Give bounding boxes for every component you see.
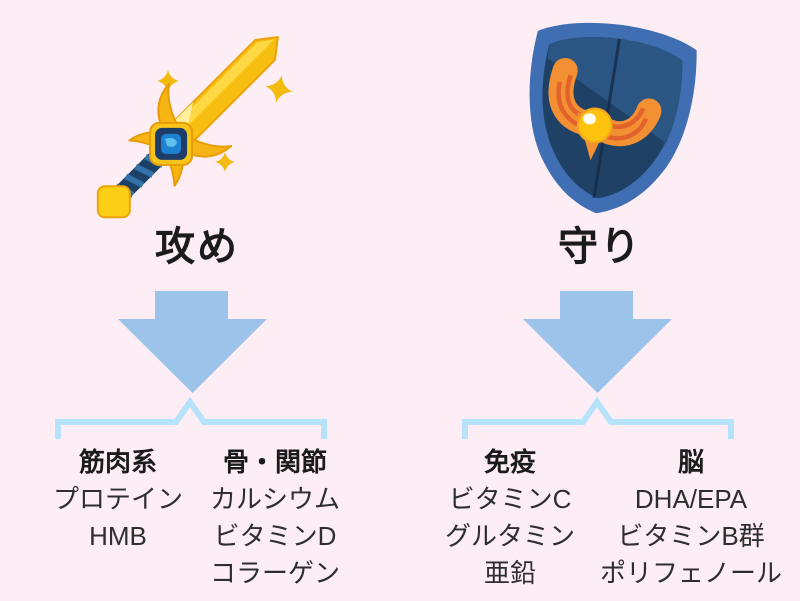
shield-icon [529,22,697,214]
group-item: コラーゲン [209,558,340,588]
group-item: ポリフェノール [599,558,782,588]
group-item: ビタミンC [448,484,572,514]
group-item: ビタミンB群 [617,521,765,551]
group-header: 筋肉系 [78,447,157,477]
group-item: ビタミンD [213,521,337,551]
group-item: 亜鉛 [483,558,536,588]
sword-gem [149,121,194,166]
sword-icon [96,36,293,219]
defense-title: 守り [558,225,642,269]
supplement-group-brain: 脳 DHA/EPA ビタミンB群 ポリフェノール [592,444,790,592]
sword-pommel [96,185,131,219]
supplement-group-bone-joint: 骨・関節 カルシウム ビタミンD コラーゲン [185,444,365,592]
group-item: グルタミン [444,521,575,551]
shield-emblem [548,57,662,161]
supplement-group-muscle: 筋肉系 プロテイン HMB [28,444,208,555]
supplement-group-immune: 免疫 ビタミンC グルタミン 亜鉛 [420,444,600,592]
down-arrow-icon [118,291,267,393]
group-item: プロテイン [52,484,183,514]
group-header: 脳 [677,447,704,477]
offense-title: 攻め [155,225,239,269]
group-header: 骨・関節 [222,447,327,477]
group-item: HMB [89,521,147,551]
group-item: DHA/EPA [634,484,748,514]
sparkle-icon [157,70,293,172]
split-bracket [55,396,327,439]
group-item: カルシウム [209,484,340,514]
split-bracket [462,396,734,439]
down-arrow-icon [523,291,672,393]
group-header: 免疫 [483,447,536,477]
